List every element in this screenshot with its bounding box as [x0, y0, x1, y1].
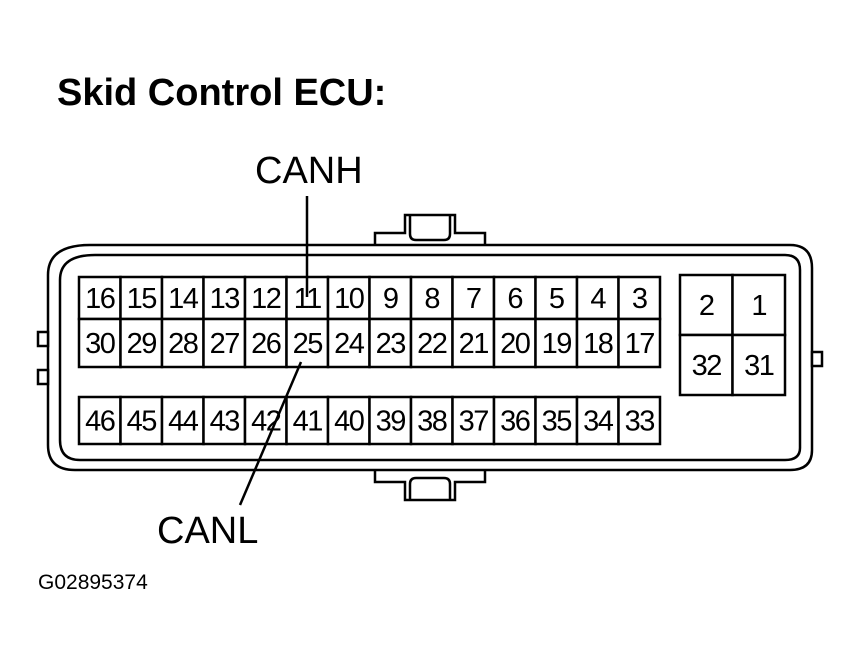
- canl-leader-line: [238, 361, 303, 506]
- pin-label-17: 17: [625, 328, 655, 360]
- pin-cell-30: [77, 317, 122, 369]
- pin-label-15: 15: [127, 283, 157, 315]
- pin-label-29: 29: [127, 328, 157, 360]
- pin-cell-16: [77, 275, 122, 321]
- pin-label-28: 28: [168, 328, 198, 360]
- left-tab-lower: [36, 368, 50, 386]
- pin-label-34: 34: [583, 406, 614, 438]
- pin-label-13: 13: [210, 283, 240, 315]
- pin-cell-28: [160, 317, 205, 369]
- pin-label-7: 7: [466, 283, 481, 315]
- pin-cell-3: [617, 275, 662, 321]
- pin-label-14: 14: [168, 283, 199, 315]
- pin-label-35: 35: [542, 406, 572, 438]
- pin-label-30: 30: [85, 328, 115, 360]
- pin-label-31: 31: [744, 350, 774, 382]
- pin-cell-23: [368, 317, 413, 369]
- pin-label-1: 1: [751, 290, 766, 322]
- pin-cell-36: [492, 395, 537, 446]
- pin-cell-21: [451, 317, 496, 369]
- pin-label-43: 43: [210, 406, 240, 438]
- pin-cell-35: [534, 395, 579, 446]
- pin-label-46: 46: [85, 406, 115, 438]
- pin-cell-24: [326, 317, 371, 369]
- pin-label-10: 10: [334, 283, 364, 315]
- pin-cell-27: [202, 317, 247, 369]
- pin-label-33: 33: [625, 406, 655, 438]
- pin-label-22: 22: [417, 328, 447, 360]
- pin-label-6: 6: [507, 283, 522, 315]
- pin-label-42: 42: [251, 406, 281, 438]
- right-tab: [810, 350, 824, 368]
- pin-cell-43: [202, 395, 247, 446]
- pin-label-37: 37: [459, 406, 489, 438]
- pin-label-41: 41: [293, 406, 323, 438]
- pin-label-32: 32: [692, 350, 722, 382]
- pin-cell-18: [575, 317, 620, 369]
- pin-label-4: 4: [590, 283, 606, 315]
- diagram-title: Skid Control ECU:: [57, 72, 386, 114]
- canl-label: CANL: [157, 510, 258, 552]
- pin-cell-1: [731, 273, 787, 337]
- pin-row-3: 46 45 44 43 42 41 40 39 38 37 36 35 34 33: [77, 395, 662, 446]
- pin-cell-22: [409, 317, 454, 369]
- pin-cell-37: [451, 395, 496, 446]
- pin-row-2: 30 29 28 27 26 25 24 23 22 21 20 19 18 17: [77, 317, 662, 369]
- pin-label-8: 8: [424, 283, 439, 315]
- pin-label-23: 23: [376, 328, 406, 360]
- pin-cell-19: [534, 317, 579, 369]
- pin-cell-44: [160, 395, 205, 446]
- pin-label-24: 24: [334, 328, 365, 360]
- pin-label-26: 26: [251, 328, 281, 360]
- pin-label-38: 38: [417, 406, 447, 438]
- pin-label-39: 39: [376, 406, 406, 438]
- canh-label: CANH: [255, 150, 363, 192]
- pin-block-small: 2 1 32 31: [678, 273, 787, 397]
- top-latch-tab: [408, 215, 452, 242]
- pin-label-18: 18: [583, 328, 613, 360]
- pin-cell-13: [202, 275, 247, 321]
- pin-label-20: 20: [500, 328, 530, 360]
- pin-cell-38: [409, 395, 454, 446]
- left-tab-upper: [36, 330, 50, 348]
- pin-cell-40: [326, 395, 371, 446]
- housing-inner: [58, 253, 802, 462]
- pin-label-27: 27: [210, 328, 240, 360]
- pin-label-40: 40: [334, 406, 364, 438]
- pin-cell-31: [731, 333, 787, 397]
- figure-code: G02895374: [38, 571, 148, 594]
- pin-label-25: 25: [293, 328, 323, 360]
- pin-label-44: 44: [168, 406, 199, 438]
- pin-label-3: 3: [632, 283, 647, 315]
- top-latch: [373, 213, 487, 245]
- pin-cell-32: [678, 333, 734, 397]
- pin-cell-26: [243, 317, 288, 369]
- bottom-latch: [373, 468, 487, 502]
- pin-label-12: 12: [251, 283, 281, 315]
- bottom-latch-tab: [408, 476, 452, 500]
- pin-cell-33: [617, 395, 662, 446]
- pin-label-16: 16: [85, 283, 115, 315]
- pin-cell-17: [617, 317, 662, 369]
- pin-label-19: 19: [542, 328, 572, 360]
- pin-label-36: 36: [500, 406, 530, 438]
- pin-label-21: 21: [459, 328, 489, 360]
- pin-label-5: 5: [549, 283, 564, 315]
- pin-label-2: 2: [699, 290, 714, 322]
- pin-label-45: 45: [127, 406, 157, 438]
- pin-label-9: 9: [383, 283, 398, 315]
